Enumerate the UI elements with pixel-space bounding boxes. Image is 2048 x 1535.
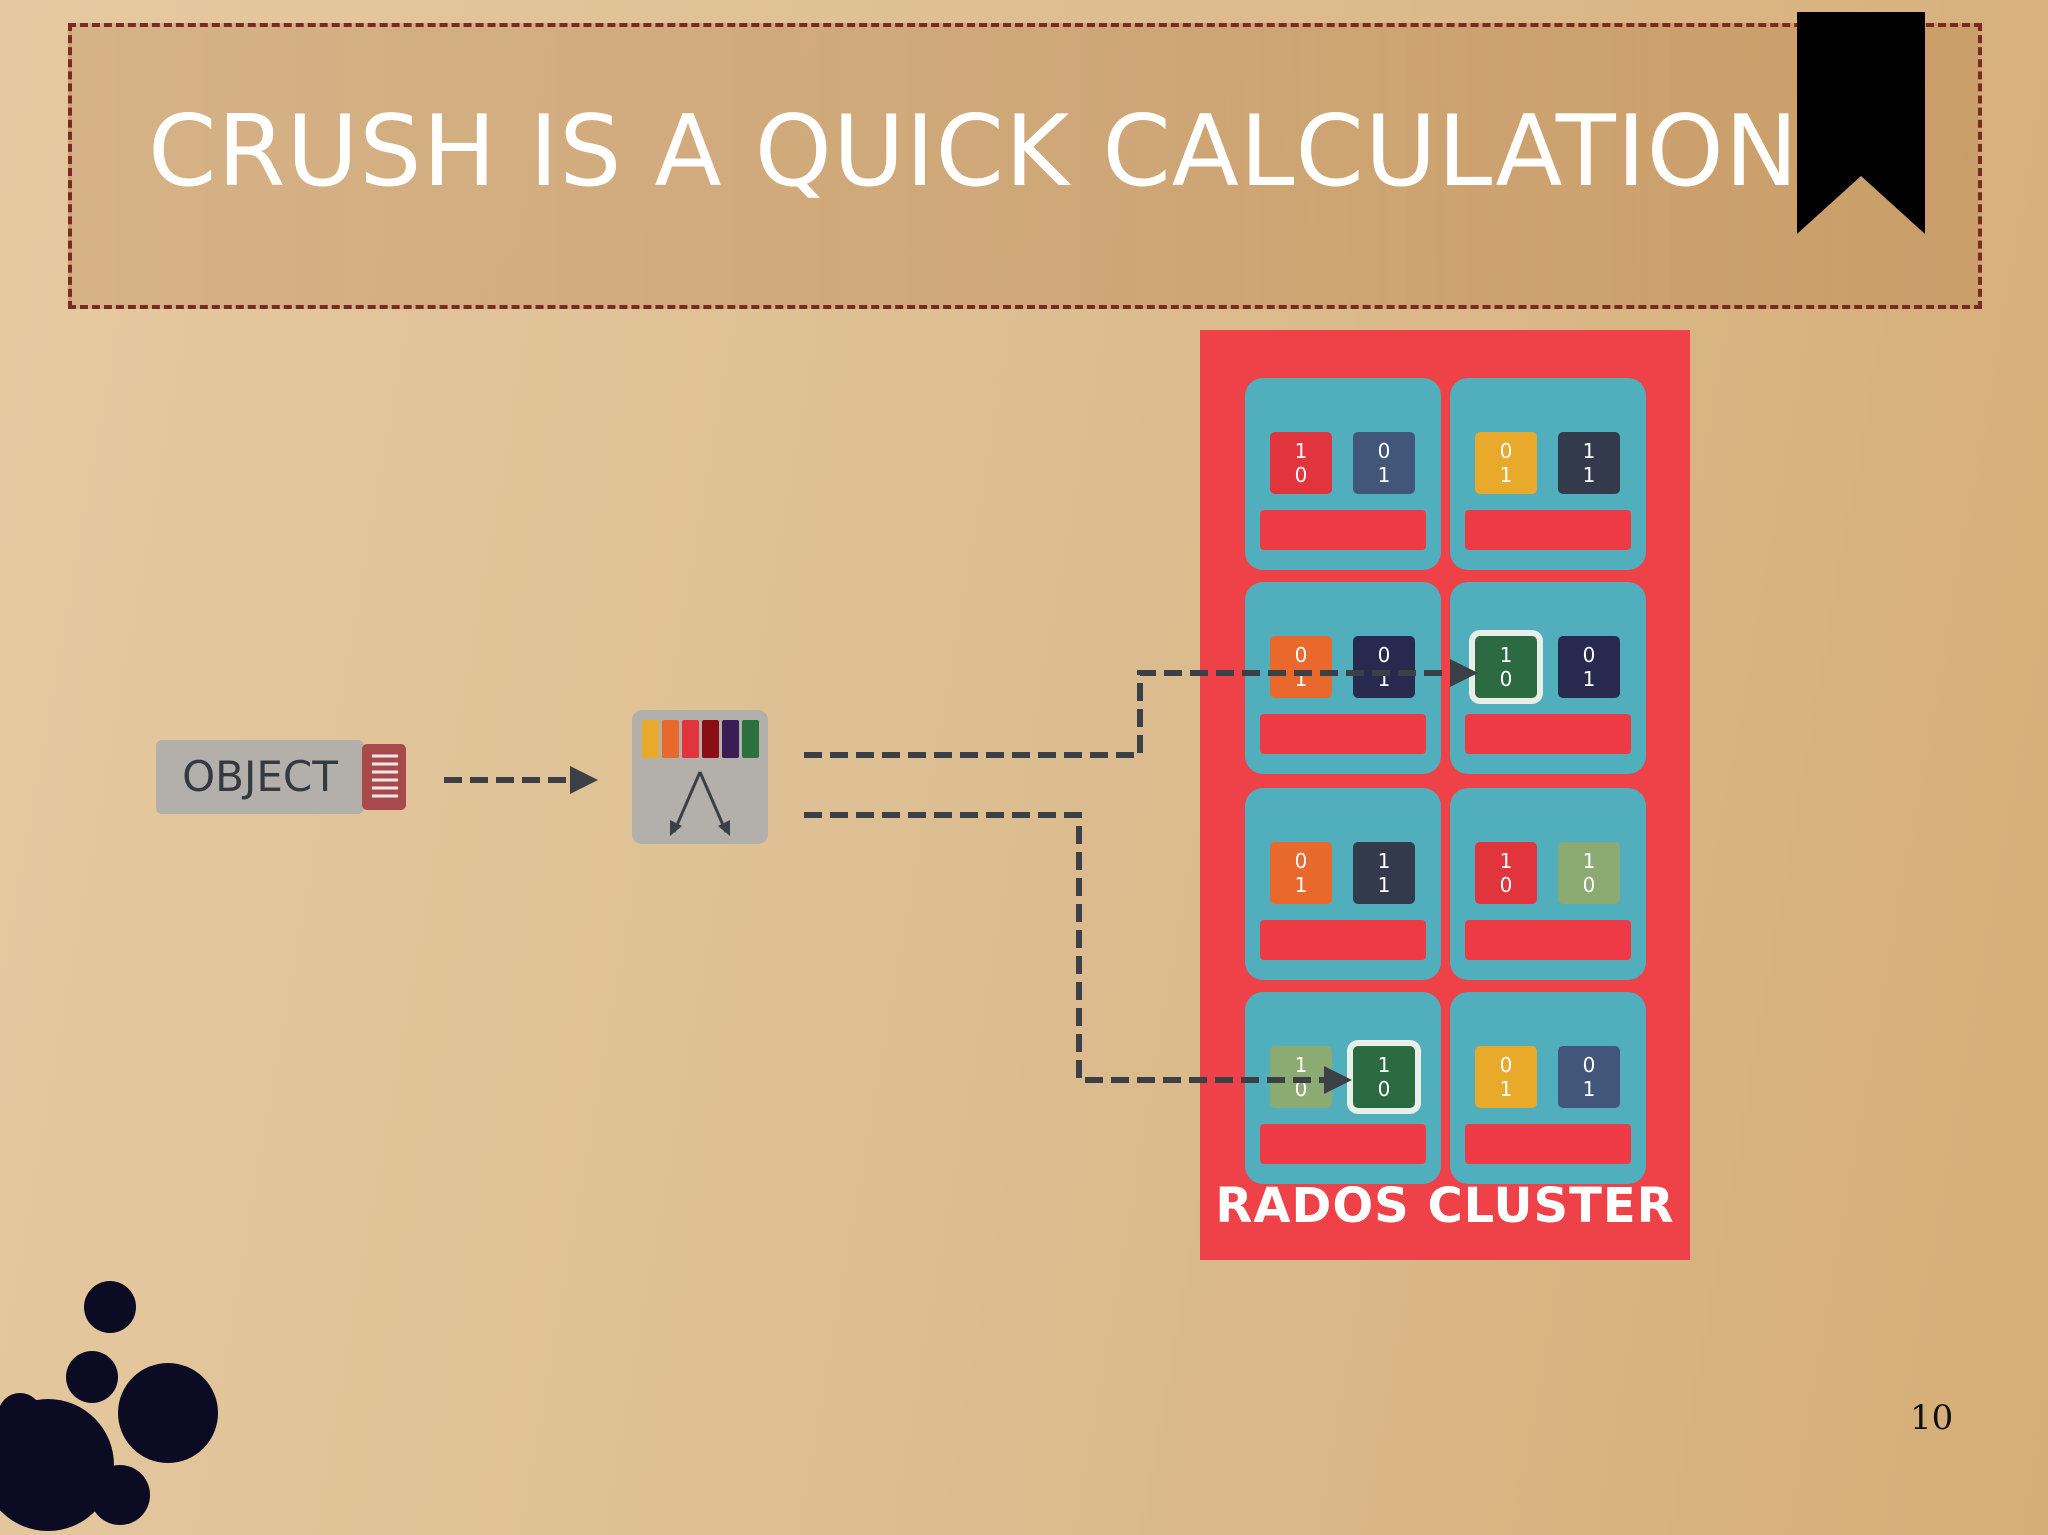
arrowhead bbox=[1324, 1066, 1352, 1094]
crush-color-bar bbox=[682, 720, 699, 758]
split-arrows-icon bbox=[670, 771, 730, 836]
disk-bit: 0 bbox=[1294, 849, 1308, 873]
disk-bit: 1 bbox=[1499, 643, 1513, 667]
title-frame bbox=[68, 23, 1982, 309]
disk-bit: 1 bbox=[1582, 439, 1596, 463]
disk-bit: 1 bbox=[1377, 873, 1391, 897]
disk-bit: 0 bbox=[1499, 1053, 1513, 1077]
rados-cluster-label: RADOS CLUSTER bbox=[1215, 1178, 1675, 1234]
node-base-bar bbox=[1260, 920, 1426, 960]
disk-bit: 0 bbox=[1582, 1053, 1596, 1077]
disk-bit: 1 bbox=[1377, 1053, 1391, 1077]
disk-bit: 0 bbox=[1499, 439, 1513, 463]
node-base-bar bbox=[1465, 920, 1631, 960]
crush-color-bars bbox=[642, 720, 759, 758]
disk-bit: 1 bbox=[1499, 1077, 1513, 1101]
node-base-bar bbox=[1465, 1124, 1631, 1164]
disk-bit: 1 bbox=[1582, 849, 1596, 873]
page-number: 10 bbox=[1910, 1398, 1954, 1438]
crush-to-primary-osd-arrow bbox=[804, 670, 1452, 758]
disk-bit: 0 bbox=[1582, 643, 1596, 667]
document-icon bbox=[362, 744, 406, 810]
disk-bit: 1 bbox=[1499, 849, 1513, 873]
node-base-bar bbox=[1465, 510, 1631, 550]
crush-color-bar bbox=[742, 720, 759, 758]
disk-bit: 1 bbox=[1582, 667, 1596, 691]
crush-color-bar bbox=[722, 720, 739, 758]
disk-bit: 0 bbox=[1377, 643, 1391, 667]
crush-color-bar bbox=[662, 720, 679, 758]
bookmark-icon bbox=[1797, 12, 1925, 234]
disk-bit: 1 bbox=[1499, 463, 1513, 487]
object-label: OBJECT bbox=[182, 752, 338, 801]
ink-splatter-decoration bbox=[0, 1281, 218, 1531]
arrowhead bbox=[570, 766, 598, 794]
object-box: OBJECT bbox=[156, 740, 364, 814]
disk-bit: 0 bbox=[1294, 643, 1308, 667]
disk-bit: 1 bbox=[1582, 1077, 1596, 1101]
node-base-bar bbox=[1260, 714, 1426, 754]
arrowhead bbox=[1450, 659, 1478, 687]
crush-color-bar bbox=[642, 720, 659, 758]
disk-bit: 0 bbox=[1499, 873, 1513, 897]
crush-to-replica-osd-arrow bbox=[804, 812, 1326, 1083]
node-base-bar bbox=[1260, 510, 1426, 550]
disk-bit: 0 bbox=[1582, 873, 1596, 897]
disk-bit: 1 bbox=[1294, 1053, 1308, 1077]
node-base-bar bbox=[1260, 1124, 1426, 1164]
disk-bit: 1 bbox=[1377, 849, 1391, 873]
disk-bit: 0 bbox=[1499, 667, 1513, 691]
disk-bit: 1 bbox=[1377, 463, 1391, 487]
crush-color-bar bbox=[702, 720, 719, 758]
slide-title: CRUSH IS A QUICK CALCULATION bbox=[148, 95, 1800, 209]
crush-algorithm-box bbox=[632, 710, 768, 844]
disk-bit: 0 bbox=[1377, 1077, 1391, 1101]
disk-bit: 0 bbox=[1294, 463, 1308, 487]
node-base-bar bbox=[1465, 714, 1631, 754]
disk-bit: 1 bbox=[1294, 439, 1308, 463]
disk-bit: 1 bbox=[1582, 463, 1596, 487]
disk-bit: 0 bbox=[1377, 439, 1391, 463]
disk-bit: 1 bbox=[1294, 873, 1308, 897]
